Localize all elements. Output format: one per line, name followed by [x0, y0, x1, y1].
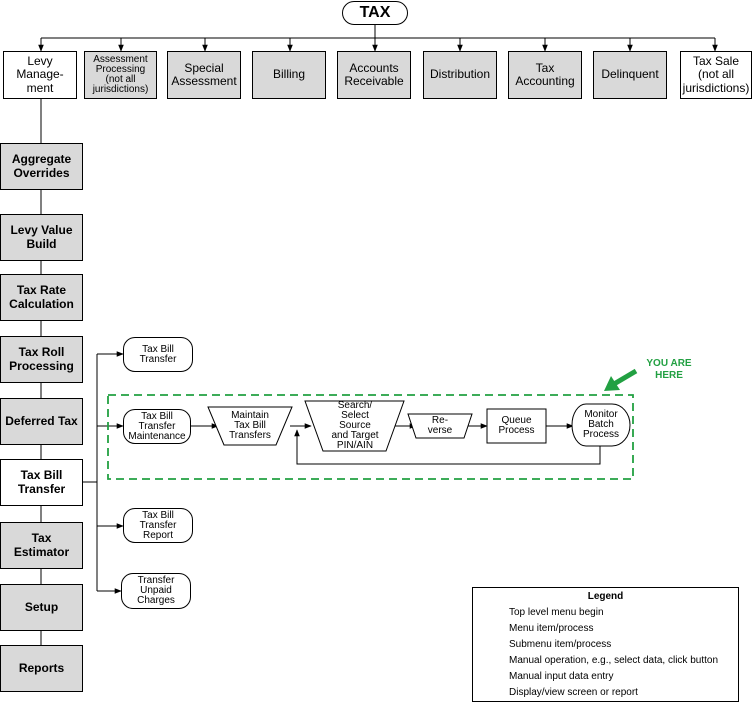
- legend-item-manual-op: Manual operation, e.g., select data, cli…: [509, 655, 719, 666]
- side-menu-tax-roll-processing[interactable]: Tax Roll Processing: [0, 336, 83, 383]
- you-are-here-label: YOU ARE HERE: [646, 358, 692, 381]
- current-location-highlight: [107, 394, 634, 480]
- flow-monitor-shape[interactable]: [571, 403, 631, 447]
- flow-search-shape[interactable]: [304, 400, 405, 452]
- top-menu-delinquent[interactable]: Delinquent: [593, 51, 667, 99]
- legend-title: Legend: [587, 591, 624, 602]
- flow-return-loop: [294, 429, 601, 465]
- top-menu-tax-sale[interactable]: Tax Sale (not all jurisdictions): [680, 51, 752, 99]
- legend-item-rectangle: Menu item/process: [509, 623, 594, 634]
- side-menu-aggregate-overrides[interactable]: Aggregate Overrides: [0, 143, 83, 190]
- top-menu-special-assessment[interactable]: Special Assessment: [167, 51, 241, 99]
- legend-item-manual-input: Manual input data entry: [509, 671, 614, 682]
- top-menu-tax-accounting[interactable]: Tax Accounting: [508, 51, 582, 99]
- side-menu-levy-value-build[interactable]: Levy Value Build: [0, 214, 83, 261]
- legend-item-terminal: Top level menu begin: [509, 607, 604, 618]
- legend-panel: Legend Top level menu begin Menu item/pr…: [472, 587, 739, 702]
- top-menu-billing[interactable]: Billing: [252, 51, 326, 99]
- legend-item-display: Display/view screen or report: [509, 687, 638, 698]
- top-menu-assessment-processing[interactable]: Assessment Processing (not all jurisdict…: [84, 51, 157, 99]
- legend-item-rounded-rect: Submenu item/process: [509, 639, 612, 650]
- submenu-tax-bill-transfer-report[interactable]: Tax Bill Transfer Report: [123, 508, 193, 543]
- top-menu-levy-management[interactable]: Levy Manage- ment: [3, 51, 77, 99]
- submenu-tax-bill-transfer-maintenance[interactable]: Tax Bill Transfer Maintenance: [123, 409, 191, 444]
- submenu-tax-bill-transfer[interactable]: Tax Bill Transfer: [123, 337, 193, 372]
- flow-queue-shape[interactable]: [486, 408, 547, 444]
- side-menu-tax-rate-calculation[interactable]: Tax Rate Calculation: [0, 274, 83, 321]
- side-menu-tax-bill-transfer[interactable]: Tax Bill Transfer: [0, 459, 83, 506]
- side-menu-tax-estimator[interactable]: Tax Estimator: [0, 522, 83, 569]
- side-menu-setup[interactable]: Setup: [0, 584, 83, 631]
- side-menu-reports[interactable]: Reports: [0, 645, 83, 692]
- side-menu-deferred-tax[interactable]: Deferred Tax: [0, 398, 83, 445]
- flow-maintain-shape[interactable]: [207, 406, 293, 446]
- tax-root-node[interactable]: TAX: [342, 1, 408, 25]
- you-are-here-arrow-icon: [604, 368, 638, 391]
- top-menu-distribution[interactable]: Distribution: [423, 51, 497, 99]
- submenu-transfer-unpaid-charges[interactable]: Transfer Unpaid Charges: [121, 573, 191, 609]
- flow-reverse-shape[interactable]: [407, 413, 473, 439]
- top-menu-accounts-receivable[interactable]: Accounts Receivable: [337, 51, 411, 99]
